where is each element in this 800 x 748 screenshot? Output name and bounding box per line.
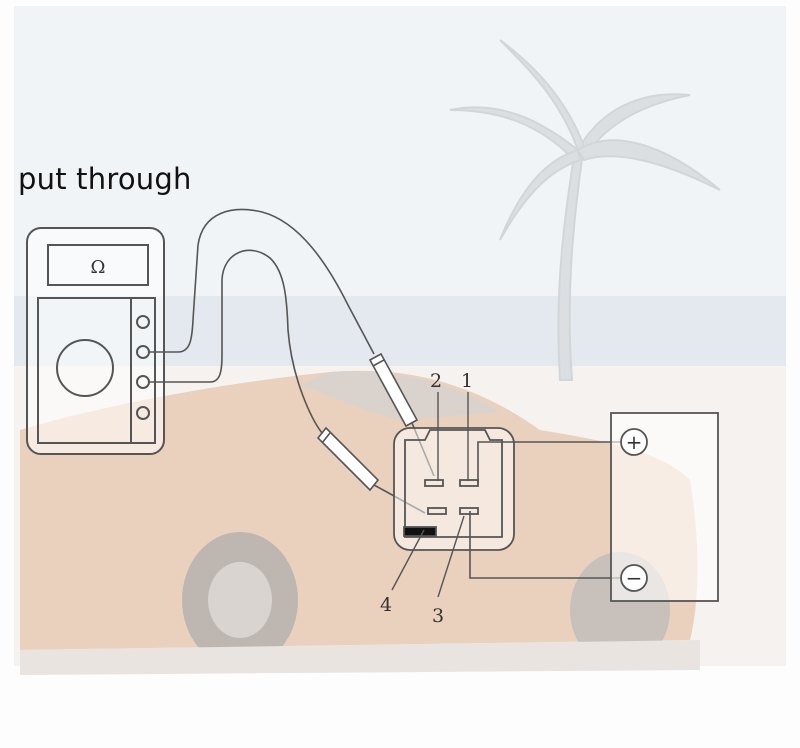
palm-tree (449, 39, 721, 381)
lead-lower (149, 249, 323, 434)
probe-leads (149, 208, 375, 434)
meter-jack-4 (136, 406, 150, 420)
relay-pin-4 (427, 507, 447, 515)
relay (393, 427, 515, 551)
multimeter: Ω (26, 227, 165, 455)
relay-pin-2 (424, 479, 444, 487)
battery (610, 412, 719, 602)
lead-upper (149, 208, 375, 355)
battery-negative-terminal (620, 564, 648, 592)
pin-label-2: 2 (430, 370, 442, 392)
wire-positive (477, 441, 620, 483)
battery-positive-symbol: + (626, 430, 643, 454)
pin-label-3: 3 (432, 605, 444, 627)
battery-negative-symbol: − (626, 566, 643, 590)
relay-body (393, 427, 515, 551)
battery-positive-terminal (620, 428, 648, 456)
pin-label-1: 1 (461, 370, 473, 392)
meter-display (47, 244, 149, 286)
pin-callouts (391, 392, 469, 598)
relay-key (403, 526, 437, 537)
meter-panel (37, 297, 156, 444)
meter-jack-1 (136, 315, 150, 329)
relay-pin-3 (459, 507, 479, 515)
pin-label-4: 4 (380, 594, 392, 616)
meter-dial (56, 339, 114, 397)
battery-wires (469, 441, 620, 579)
wire-negative (469, 511, 620, 579)
meter-display-symbol: Ω (91, 257, 106, 278)
diagram-caption: put through (18, 162, 192, 196)
